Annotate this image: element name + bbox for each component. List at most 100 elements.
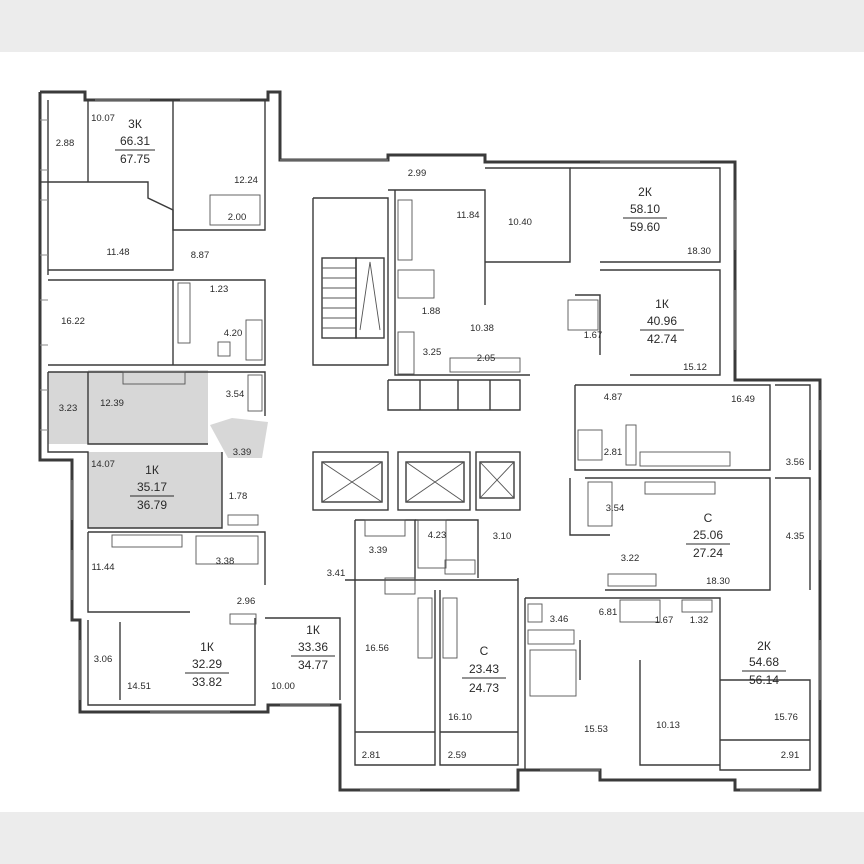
apartment-total-area: 67.75 bbox=[120, 152, 150, 166]
apartment-total-area: 33.82 bbox=[192, 675, 222, 689]
right-wing-walls bbox=[345, 167, 811, 771]
room-area: 1.32 bbox=[690, 615, 709, 626]
room-area: 3.22 bbox=[621, 553, 640, 564]
room-area: 2.00 bbox=[228, 212, 247, 223]
apartment-type: 2К bbox=[757, 639, 771, 653]
room-area: 2.81 bbox=[604, 447, 623, 458]
apartment-label-1k-right: 1К 40.96 42.74 bbox=[640, 297, 684, 346]
room-area: 6.81 bbox=[599, 607, 618, 618]
apartment-living-area: 54.68 bbox=[749, 655, 779, 669]
room-area: 11.84 bbox=[456, 210, 479, 221]
room-area: 3.39 bbox=[369, 545, 388, 556]
room-area: 10.38 bbox=[470, 323, 494, 334]
room-area: 15.12 bbox=[683, 362, 707, 373]
room-area: 2.96 bbox=[237, 596, 256, 607]
room-area: 3.46 bbox=[550, 614, 569, 625]
apartment-total-area: 59.60 bbox=[630, 220, 660, 234]
room-area: 4.87 bbox=[604, 392, 623, 403]
room-area: 3.06 bbox=[94, 654, 113, 665]
room-area: 2.81 bbox=[362, 750, 381, 761]
room-area: 2.91 bbox=[781, 750, 800, 761]
highlighted-apartment bbox=[48, 370, 268, 528]
apartment-living-area: 33.36 bbox=[298, 640, 328, 654]
room-area: 10.00 bbox=[271, 681, 295, 692]
room-area: 10.13 bbox=[656, 720, 680, 731]
room-area: 3.23 bbox=[59, 403, 78, 414]
room-area: 2.99 bbox=[408, 168, 427, 179]
room-area: 3.39 bbox=[233, 447, 252, 458]
apartment-total-area: 42.74 bbox=[647, 332, 677, 346]
apartment-total-area: 36.79 bbox=[137, 498, 167, 512]
fixtures bbox=[111, 194, 731, 697]
apartment-type: 1К bbox=[306, 623, 320, 637]
room-area: 18.30 bbox=[706, 576, 730, 587]
room-area: 18.30 bbox=[687, 246, 711, 257]
room-area: 1.78 bbox=[229, 491, 248, 502]
room-area: 14.51 bbox=[127, 681, 151, 692]
apartment-total-area: 56.14 bbox=[749, 673, 779, 687]
room-area: 4.23 bbox=[428, 530, 447, 541]
room-area: 3.25 bbox=[423, 347, 442, 358]
apartment-label-s-bottom: С 23.43 24.73 bbox=[462, 644, 506, 695]
apartment-living-area: 25.06 bbox=[693, 528, 723, 542]
room-area: 1.23 bbox=[210, 284, 229, 295]
apartment-label-1k-bottom-mid: 1К 33.36 34.77 bbox=[291, 623, 335, 672]
room-area: 1.67 bbox=[584, 330, 603, 341]
room-area: 15.53 bbox=[584, 724, 608, 735]
room-area: 12.39 bbox=[100, 398, 124, 409]
apartment-living-area: 58.10 bbox=[630, 202, 660, 216]
apartment-total-area: 24.73 bbox=[469, 681, 499, 695]
apartment-type: 2К bbox=[638, 185, 652, 199]
room-area: 16.22 bbox=[61, 316, 85, 327]
apartment-type: С bbox=[480, 644, 489, 658]
room-area: 2.59 bbox=[448, 750, 467, 761]
room-area: 12.24 bbox=[234, 175, 258, 186]
room-area: 3.41 bbox=[327, 568, 346, 579]
apartment-type: 1К bbox=[145, 463, 159, 477]
room-area: 4.35 bbox=[786, 531, 805, 542]
room-area-labels: 10.07 2.88 12.24 2.00 11.48 8.87 1.23 16… bbox=[56, 113, 805, 761]
room-area: 10.40 bbox=[508, 217, 532, 228]
room-area: 15.76 bbox=[774, 712, 798, 723]
apartment-label-1k-bottom-left: 1К 32.29 33.82 bbox=[185, 640, 229, 689]
apartment-living-area: 66.31 bbox=[120, 134, 150, 148]
apartment-label-3k: 3К 66.31 67.75 bbox=[115, 117, 155, 166]
apartment-living-area: 23.43 bbox=[469, 662, 499, 676]
floor-plan: 3К 66.31 67.75 2К 58.10 59.60 1К 40.96 4… bbox=[0, 52, 864, 812]
room-area: 11.44 bbox=[91, 562, 114, 573]
room-area: 2.05 bbox=[477, 353, 496, 364]
apartment-label-1k-left: 1К 35.17 36.79 bbox=[130, 463, 174, 512]
room-area: 3.56 bbox=[786, 457, 805, 468]
room-area: 3.54 bbox=[606, 503, 625, 514]
apartment-label-2k-top: 2К 58.10 59.60 bbox=[623, 185, 667, 234]
room-area: 3.54 bbox=[226, 389, 245, 400]
room-area: 1.88 bbox=[422, 306, 441, 317]
room-area: 14.07 bbox=[91, 459, 115, 470]
apartment-total-area: 34.77 bbox=[298, 658, 328, 672]
floor-plan-drawing: 3К 66.31 67.75 2К 58.10 59.60 1К 40.96 4… bbox=[38, 90, 822, 792]
apartment-living-area: 35.17 bbox=[137, 480, 167, 494]
windows bbox=[40, 99, 821, 791]
room-area: 16.49 bbox=[731, 394, 755, 405]
apartment-total-area: 27.24 bbox=[693, 546, 723, 560]
apartment-living-area: 40.96 bbox=[647, 314, 677, 328]
room-area: 4.20 bbox=[224, 328, 243, 339]
room-area: 3.10 bbox=[493, 531, 512, 542]
room-area: 1.67 bbox=[655, 615, 674, 626]
room-area: 3.38 bbox=[216, 556, 235, 567]
room-area: 16.56 bbox=[365, 643, 389, 654]
apartment-type: С bbox=[704, 511, 713, 525]
room-area: 8.87 bbox=[191, 250, 210, 261]
apartment-type: 1К bbox=[200, 640, 214, 654]
apartment-label-s-right: С 25.06 27.24 bbox=[686, 511, 730, 560]
apartment-type: 3К bbox=[128, 117, 142, 131]
apartment-label-2k-bottom: 2К 54.68 56.14 bbox=[742, 639, 786, 687]
room-area: 10.07 bbox=[91, 113, 115, 124]
apartment-type: 1К bbox=[655, 297, 669, 311]
room-area: 11.48 bbox=[106, 247, 129, 258]
apartment-living-area: 32.29 bbox=[192, 657, 222, 671]
core-walls bbox=[312, 197, 521, 511]
left-wing-walls bbox=[40, 100, 341, 706]
room-area: 16.10 bbox=[448, 712, 472, 723]
room-area: 2.88 bbox=[56, 138, 75, 149]
